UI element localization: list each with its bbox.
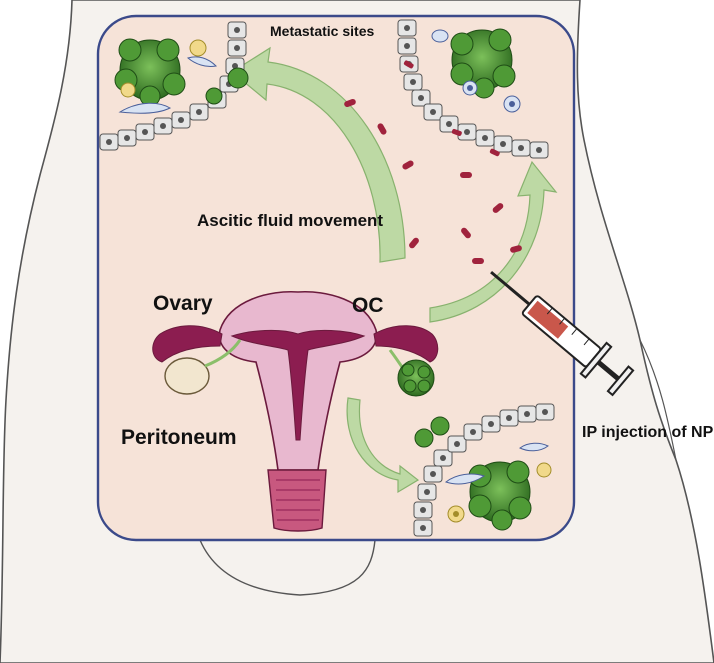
nanoparticle-icon <box>472 258 484 264</box>
thigh-line <box>199 539 376 596</box>
nanoparticle-icon <box>460 172 472 178</box>
ascitic-flow-arrow-up-right <box>429 160 558 323</box>
ascitic-flow-arrow-down <box>346 397 420 494</box>
label-metastatic-sites: Metastatic sites <box>270 23 375 39</box>
uterus-icon <box>152 290 439 532</box>
label-ovary: Ovary <box>153 292 213 315</box>
tumor-cluster-icon <box>114 38 249 107</box>
label-peritoneum: Peritoneum <box>121 426 237 449</box>
nanoparticle-icon <box>461 227 471 239</box>
metastatic-site-bottom-right <box>413 403 555 537</box>
syringe-icon <box>490 271 635 397</box>
label-oc: OC <box>352 294 384 317</box>
peritoneal-cavity <box>96 14 576 542</box>
oc-tumor-ovary <box>397 359 435 397</box>
nanoparticle-icon <box>492 203 504 213</box>
metastatic-site-top-right <box>397 19 549 159</box>
label-ip-injection: IP injection of NP <box>582 424 714 441</box>
nanoparticle-icon <box>344 98 356 108</box>
nanoparticle-icon <box>510 245 522 253</box>
nanoparticles <box>344 98 522 264</box>
nanoparticle-icon <box>377 123 387 135</box>
left-ovary <box>164 357 210 395</box>
left-fallopian-tube <box>152 325 223 363</box>
label-ascitic-fluid-movement: Ascitic fluid movement <box>197 211 384 230</box>
hip-line <box>639 339 677 461</box>
nanoparticle-icon <box>409 237 419 249</box>
right-fallopian-tube <box>373 325 439 363</box>
metastatic-site-top-left <box>99 21 249 151</box>
nanoparticle-icon <box>402 160 414 170</box>
